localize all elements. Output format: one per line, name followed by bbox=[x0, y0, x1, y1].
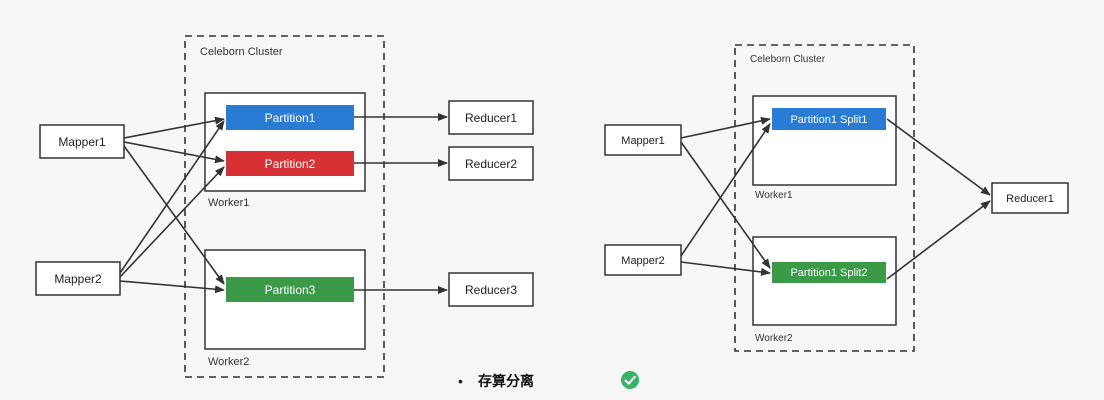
left-reducer3-label: Reducer3 bbox=[465, 283, 517, 297]
right-partition1-split1 bbox=[772, 108, 886, 130]
left-reducer1-label: Reducer1 bbox=[465, 111, 517, 125]
arrow-mapper1-partition1 bbox=[123, 116, 225, 139]
footer-text: 存算分离 bbox=[478, 373, 534, 390]
right-mapper1-label: Mapper1 bbox=[621, 135, 664, 147]
right-partition1-split2-label: Partition1 Split2 bbox=[790, 267, 867, 279]
right-mapper1-box bbox=[604, 124, 682, 156]
left-partition2 bbox=[226, 151, 354, 176]
arrow-rmapper1-split2 bbox=[680, 141, 771, 269]
left-worker1-label: Worker1 bbox=[208, 197, 249, 209]
right-cluster-boundary bbox=[734, 44, 915, 352]
left-mapper2-label: Mapper2 bbox=[54, 272, 102, 286]
left-partition3 bbox=[226, 277, 354, 302]
left-arrows bbox=[119, 113, 448, 294]
left-cluster-label: Celeborn Cluster bbox=[200, 46, 283, 58]
arrow-rmapper2-split1 bbox=[680, 123, 771, 257]
right-mapper2-label: Mapper2 bbox=[621, 255, 664, 267]
left-partition1-label: Partition1 bbox=[265, 111, 316, 125]
left-partition2-label: Partition2 bbox=[265, 157, 316, 171]
right-reducer1-label: Reducer1 bbox=[1006, 193, 1054, 205]
arrow-mapper1-partition3 bbox=[123, 145, 225, 285]
left-mapper1-box bbox=[39, 124, 125, 159]
right-arrows bbox=[680, 116, 991, 280]
arrow-rmapper2-split2 bbox=[680, 261, 771, 276]
footer-bullet: • bbox=[458, 373, 463, 389]
left-partition3-label: Partition3 bbox=[265, 283, 316, 297]
arrow-split1-reducer1 bbox=[886, 118, 991, 196]
arrow-split2-reducer1 bbox=[886, 200, 991, 280]
check-circle-icon bbox=[621, 371, 639, 389]
right-partition1-split2 bbox=[772, 262, 886, 283]
left-reducer1-box bbox=[448, 100, 534, 135]
arrow-mapper2-partition1 bbox=[119, 120, 225, 274]
left-mapper2-box bbox=[35, 261, 121, 296]
right-mapper2-box bbox=[604, 244, 682, 276]
left-reducer3-box bbox=[448, 272, 534, 307]
left-diagram: Celeborn Cluster Worker1 Worker2 Partiti… bbox=[35, 35, 534, 378]
arrow-mapper2-partition3 bbox=[119, 280, 225, 294]
left-reducer2-box bbox=[448, 146, 534, 181]
right-reducer1-box bbox=[991, 182, 1069, 214]
arrow-rmapper1-split1 bbox=[680, 116, 771, 139]
footer: • 存算分离 bbox=[458, 371, 639, 390]
left-reducer2-label: Reducer2 bbox=[465, 157, 517, 171]
left-mapper1-label: Mapper1 bbox=[58, 135, 106, 149]
left-partition1 bbox=[226, 105, 354, 130]
right-cluster-label: Celeborn Cluster bbox=[750, 54, 826, 65]
right-diagram: Celeborn Cluster Worker1 Worker2 Partiti… bbox=[604, 44, 1069, 352]
right-worker1-label: Worker1 bbox=[755, 190, 793, 201]
left-cluster-boundary bbox=[184, 35, 385, 378]
arrow-mapper1-partition2 bbox=[123, 141, 225, 164]
right-partition1-split1-label: Partition1 Split1 bbox=[790, 114, 867, 126]
arrow-mapper2-partition2 bbox=[119, 166, 225, 278]
right-worker2-label: Worker2 bbox=[755, 333, 793, 344]
left-worker2-label: Worker2 bbox=[208, 356, 249, 368]
